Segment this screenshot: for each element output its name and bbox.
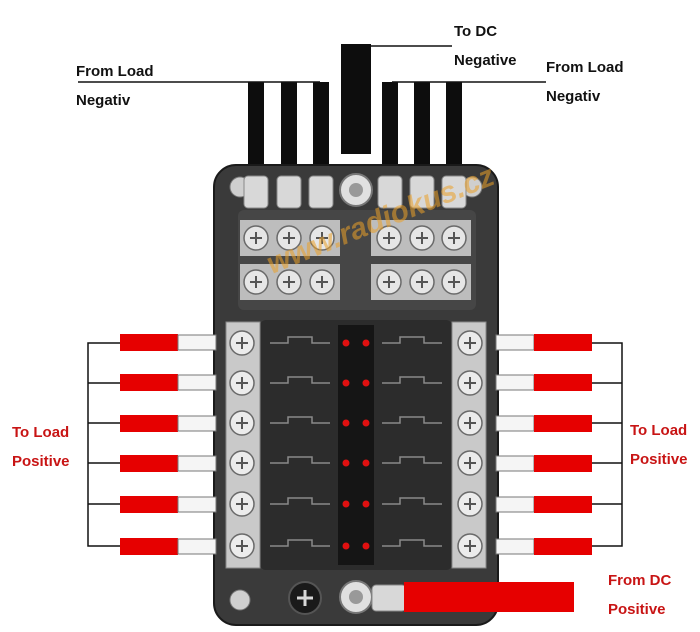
left-positive-wires <box>87 334 217 555</box>
label-to-load-positive-left: To Load Positive <box>12 424 70 470</box>
negative-wires <box>248 44 462 177</box>
label-from-dc-positive: From DC Positive <box>608 572 672 618</box>
label-to-load-positive-right: To Load Positive <box>630 422 688 468</box>
load-negative-wire <box>382 82 398 177</box>
status-leds <box>342 339 370 550</box>
left-positive-terminals <box>225 321 261 569</box>
load-negative-wire <box>281 82 297 177</box>
load-negative-wire <box>248 82 264 177</box>
leader-lines <box>78 45 546 83</box>
dc-positive-wire <box>404 582 574 612</box>
label-to-dc-negative: To DC Negative <box>454 23 517 69</box>
load-negative-wire <box>313 82 329 177</box>
fuse-slots <box>270 336 442 547</box>
negative-lugs <box>243 175 467 209</box>
load-negative-wire <box>414 82 430 177</box>
led-strip <box>338 325 374 565</box>
dc-positive-lug <box>371 584 407 612</box>
screw-icon <box>229 589 251 611</box>
load-negative-wire <box>446 82 462 177</box>
negative-bus-terminals <box>240 220 471 300</box>
right-positive-wires <box>495 334 623 555</box>
right-positive-terminals <box>451 321 487 569</box>
label-from-load-negative-right: From Load Negativ <box>546 59 624 105</box>
dc-negative-wire <box>341 44 371 154</box>
label-from-load-negative-left: From Load Negativ <box>76 63 154 109</box>
